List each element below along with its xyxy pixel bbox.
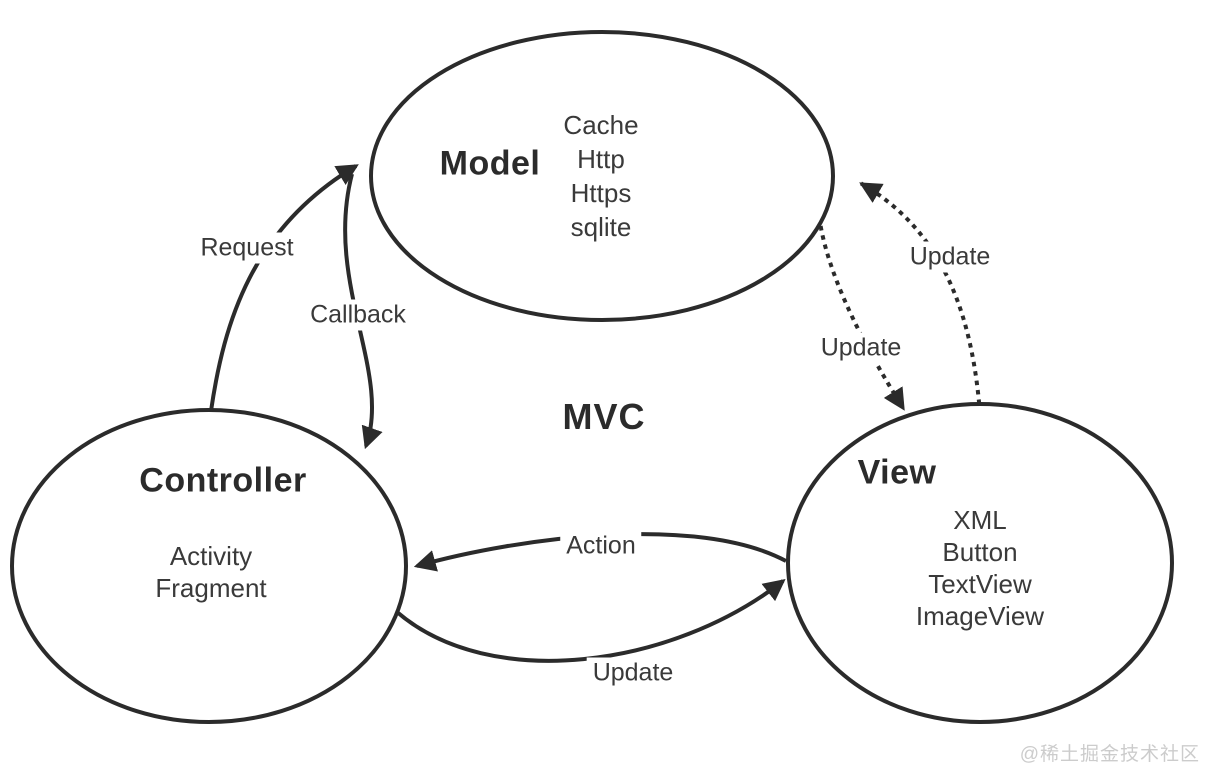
controller-item: Activity: [169, 541, 253, 571]
update-model-to-view-edge-label: Update: [814, 332, 908, 364]
update-view-to-model-arrow: [859, 181, 982, 405]
controller-item: Fragment: [155, 573, 267, 603]
controller-node-title: Controller: [139, 461, 307, 500]
update-model-to-view-arrow: [818, 225, 906, 411]
model-item: Http: [577, 144, 625, 174]
request-edge-label: Request: [194, 232, 300, 264]
controller-node-items: Activity Fragment: [155, 540, 266, 604]
model-item: Cache: [563, 110, 639, 140]
update-controller-to-view-edge-label: Update: [586, 657, 680, 689]
view-ellipse: [786, 402, 1174, 724]
callback-edge-label: Callback: [304, 299, 412, 331]
view-item: TextView: [928, 569, 1032, 599]
view-item: ImageView: [915, 601, 1045, 631]
view-node-title: View: [857, 453, 937, 492]
model-ellipse: [369, 30, 835, 322]
action-edge-label: Action: [560, 530, 642, 562]
view-item: XML: [953, 505, 1007, 535]
model-node-title: Model: [439, 144, 541, 183]
diagram-title: MVC: [562, 396, 646, 437]
controller-ellipse: [10, 408, 408, 724]
request-arrow: [209, 164, 359, 412]
update-view-to-model-edge-label: Update: [903, 241, 997, 273]
watermark: @稀土掘金技术社区: [1019, 744, 1200, 765]
view-node-items: XML Button TextView ImageView: [916, 504, 1044, 632]
update-controller-to-view-arrow: [395, 578, 786, 663]
view-item: Button: [942, 537, 1018, 567]
model-node-items: Cache Http Https sqlite: [563, 108, 638, 244]
model-item: sqlite: [570, 212, 632, 242]
model-item: Https: [570, 178, 632, 208]
